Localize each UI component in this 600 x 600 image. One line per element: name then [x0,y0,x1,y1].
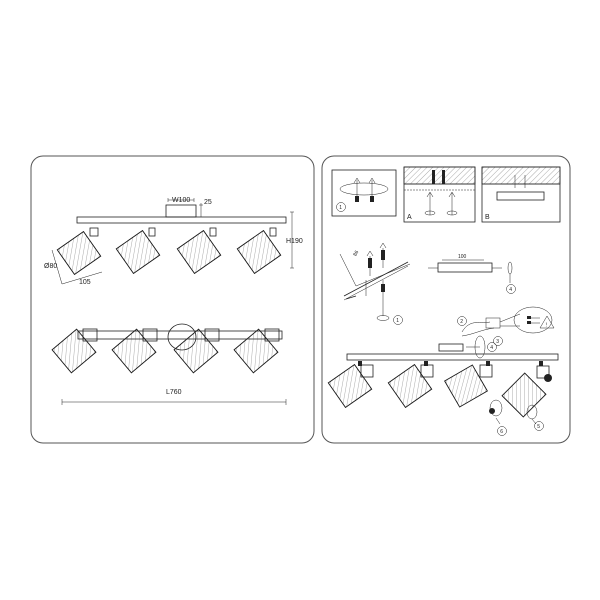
spotlight-front-3 [173,328,220,374]
spotlight-front-2 [111,328,158,374]
spotlight-1 [56,227,102,275]
spotlight-r1 [327,361,374,408]
depth-label: 25 [204,199,212,206]
step-circle-2: 2 [460,319,463,325]
spotlight-r3 [444,361,493,408]
spotlight-r4 [501,361,552,418]
step-circle-3: 3 [496,339,499,345]
box-a [403,166,476,223]
mounting-plate-side [428,259,513,283]
spotlight-4 [236,227,282,274]
box-b [481,166,561,223]
step-circle-1: 1 [339,205,342,211]
spotlight-2 [115,227,161,274]
step-circle-6: 6 [500,429,503,435]
rail-assembly [346,335,559,361]
right-panel [321,155,571,444]
box-a-label: A [407,214,412,221]
shade-length-label: 105 [79,279,91,286]
bulb-steps [489,399,538,425]
rail-top-view [76,211,294,269]
width-label: W100 [172,197,190,204]
box-b-label: B [485,214,490,221]
plate-anchors [339,242,411,321]
spotlight-r2 [387,361,434,408]
plate-length-label: 100 [458,254,467,260]
spotlight-front-1 [51,328,98,374]
shade-dimensions [51,249,103,285]
height-label: H190 [286,238,303,245]
step-circle-4: 4 [509,287,512,293]
step-circle-5: 5 [537,424,540,430]
length-dimension [61,399,287,405]
length-label: L760 [166,389,182,396]
spotlight-3 [176,227,222,274]
step-1-box [331,169,397,217]
wiring [461,306,555,337]
step-circle-4b: 4 [490,345,493,351]
warning-symbol: ! [546,323,547,329]
step-circle-1b: 1 [396,318,399,324]
spotlight-front-4 [233,328,280,374]
spacing-label: 86 [352,249,360,257]
left-panel [30,155,315,444]
diameter-label: Ø80 [44,263,57,270]
